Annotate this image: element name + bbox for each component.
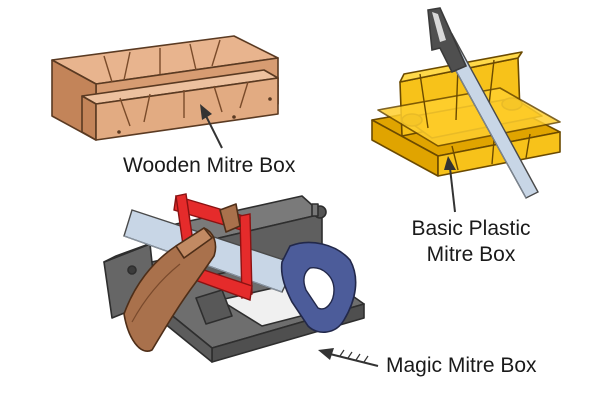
wooden-mitre-box-illustration <box>51 35 279 141</box>
arrow-icon <box>444 156 456 213</box>
arrow-icon <box>318 348 379 367</box>
plastic-label-line-1: Basic Plastic <box>411 217 531 240</box>
wood-moulding-illustration <box>123 203 241 352</box>
arrow-icon <box>200 104 223 149</box>
plastic-label-line-2: Mitre Box <box>426 243 516 266</box>
plastic-mitre-box-label: Basic Plastic Mitre Box <box>382 216 560 268</box>
wooden-mitre-box-label: Wooden Mitre Box <box>123 154 296 177</box>
magic-mitre-box-label: Magic Mitre Box <box>386 354 537 377</box>
saw-illustration <box>427 7 539 199</box>
